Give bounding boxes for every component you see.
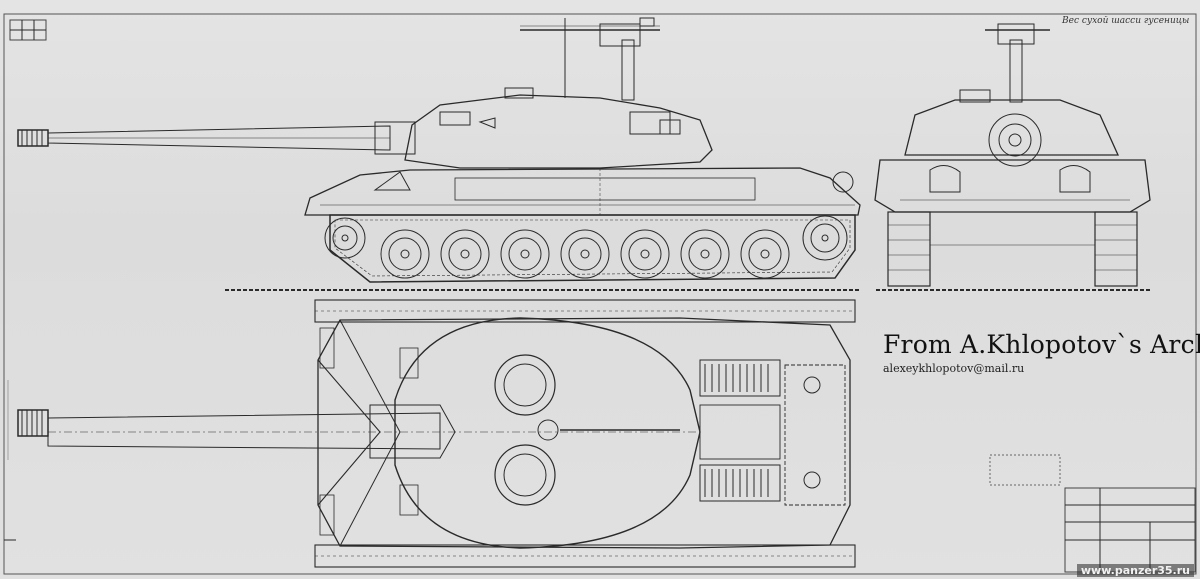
side-hull	[304, 167, 861, 216]
side-aa-machine-gun	[504, 17, 660, 101]
front-view	[874, 23, 1151, 291]
top-turret	[394, 317, 701, 549]
front-hull	[874, 159, 1151, 213]
sheet-frame	[3, 13, 1197, 575]
site-watermark: www.panzer35.ru	[1076, 564, 1194, 577]
archive-caption: From A.Khlopotov`s Archive	[883, 330, 1200, 359]
top-right-note: Вес сухой шасси гусеницы	[1062, 16, 1190, 26]
top-gun-barrel	[17, 409, 700, 450]
side-gun-barrel	[17, 121, 416, 155]
top-commander-cupola	[494, 354, 556, 416]
top-engine-deck	[699, 359, 846, 506]
top-view	[17, 299, 856, 568]
top-loader-hatch	[494, 444, 556, 506]
front-left-track	[887, 211, 931, 287]
side-road-wheels	[324, 215, 848, 279]
side-track	[329, 214, 856, 283]
top-hull	[317, 317, 851, 549]
side-view	[17, 17, 861, 291]
front-right-track	[1094, 211, 1138, 287]
front-turret	[904, 99, 1120, 156]
archive-email: alexeykhlopotov@mail.ru	[883, 362, 1025, 375]
side-turret	[404, 94, 713, 169]
